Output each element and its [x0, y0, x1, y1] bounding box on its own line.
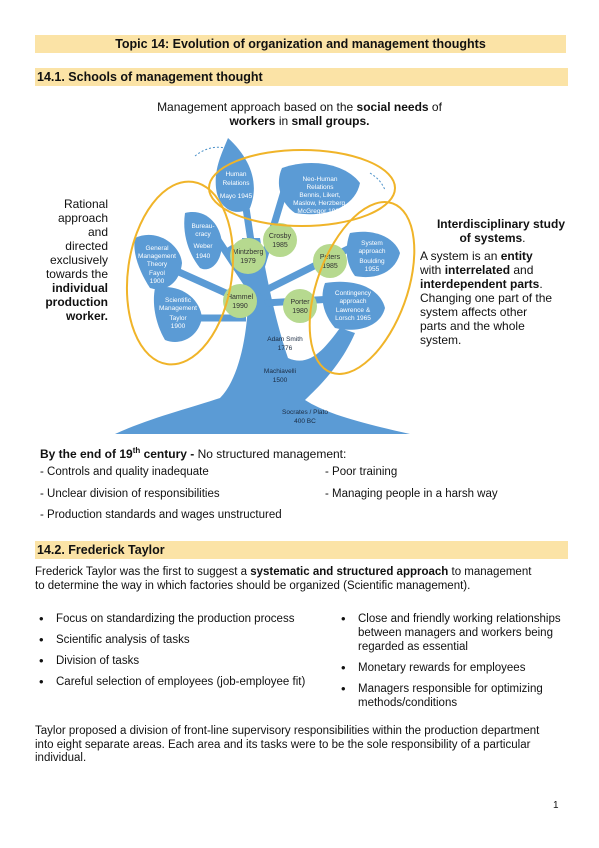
- svg-text:Lorsch 1965: Lorsch 1965: [335, 315, 371, 322]
- svg-text:Boulding: Boulding: [359, 258, 385, 265]
- circle-mintzberg: Mintzberg 1979: [230, 238, 266, 274]
- svg-text:Porter: Porter: [290, 299, 310, 306]
- bullet-item: Careful selection of employees (job-empl…: [35, 675, 335, 689]
- svg-text:approach: approach: [339, 298, 366, 305]
- bullet-item: Managers responsible for optimizing meth…: [337, 682, 565, 710]
- svg-text:Human: Human: [226, 171, 247, 178]
- svg-text:1980: 1980: [292, 308, 308, 315]
- highlight-ellipse-systems: [308, 201, 416, 375]
- svg-text:1900: 1900: [150, 278, 165, 285]
- rational-approach-note: Rational approach and directed exclusive…: [45, 197, 108, 323]
- svg-text:Fayol: Fayol: [149, 270, 165, 277]
- svg-text:Relations: Relations: [306, 184, 334, 191]
- section-heading-taylor: 14.2. Frederick Taylor: [35, 541, 568, 559]
- bullet-item: Monetary rewards for employees: [337, 661, 565, 675]
- systems-note: Interdisciplinary study of systems. A sy…: [420, 217, 565, 347]
- svg-text:400 BC: 400 BC: [294, 418, 316, 425]
- circle-crosby: Crosby 1985: [263, 223, 297, 257]
- management-tree-diagram: Human Relations Mayo 1945 Neo-Human Rela…: [115, 138, 416, 434]
- leaf-contingency-approach: Contingency approach Lawrence & Lorsch 1…: [322, 281, 385, 330]
- svg-text:Machiavelli: Machiavelli: [264, 368, 296, 375]
- svg-text:General: General: [145, 245, 169, 252]
- bullet-item: Close and friendly working relationships…: [337, 612, 565, 654]
- svg-text:Contingency: Contingency: [335, 290, 372, 297]
- leaf-human-relations: Human Relations Mayo 1945: [215, 138, 254, 212]
- diagram-caption: Management approach based on the social …: [157, 100, 442, 128]
- highlight-ellipse-rational: [125, 180, 235, 366]
- taylor-intro: Frederick Taylor was the first to sugges…: [35, 566, 532, 592]
- svg-text:Taylor: Taylor: [169, 315, 187, 322]
- svg-text:Lawrence &: Lawrence &: [336, 307, 371, 314]
- svg-text:Socrates / Plato: Socrates / Plato: [282, 409, 328, 416]
- svg-text:Management: Management: [138, 253, 176, 260]
- leaf-scientific-management: Scientific Management Taylor 1900: [153, 287, 202, 342]
- trunk-label-machiavelli: Machiavelli 1500: [264, 368, 296, 384]
- svg-text:Neo-Human: Neo-Human: [302, 176, 337, 183]
- arrow-top-left: [194, 146, 226, 157]
- end-19th-century-heading: By the end of 19th century - No structur…: [40, 446, 347, 461]
- svg-text:McGregor 1960: McGregor 1960: [297, 208, 343, 215]
- svg-text:Peters: Peters: [320, 254, 341, 261]
- svg-text:1955: 1955: [365, 266, 380, 273]
- svg-text:1979: 1979: [240, 258, 256, 265]
- leaf-general-management-theory: General Management Theory Fayol 1900: [134, 234, 182, 290]
- leaf-bureaucracy: Bureau- cracy Weber 1940: [184, 212, 222, 270]
- taylor-bullets-right: Close and friendly working relationships…: [337, 612, 565, 710]
- svg-text:Scientific: Scientific: [165, 297, 192, 304]
- issue-item: - Managing people in a harsh way: [325, 487, 498, 500]
- svg-text:Relations: Relations: [222, 180, 250, 187]
- svg-text:approach: approach: [358, 248, 385, 255]
- topic-title: Topic 14: Evolution of organization and …: [35, 35, 566, 53]
- issue-item: - Poor training: [325, 466, 398, 478]
- svg-text:Crosby: Crosby: [269, 233, 292, 240]
- bullet-item: Division of tasks: [35, 654, 335, 668]
- svg-text:1985: 1985: [322, 263, 338, 270]
- issues-right-list: - Poor training - Managing people in a h…: [325, 466, 498, 501]
- svg-text:System: System: [361, 240, 383, 247]
- arrow-top-right: [369, 172, 386, 191]
- svg-text:Hammel: Hammel: [227, 294, 254, 301]
- svg-text:Mintzberg: Mintzberg: [233, 249, 264, 256]
- bullet-item: Scientific analysis of tasks: [35, 633, 335, 647]
- circle-porter: Porter 1980: [283, 289, 317, 323]
- svg-text:cracy: cracy: [195, 231, 211, 238]
- svg-text:Theory: Theory: [147, 261, 168, 268]
- circle-hammel: Hammel 1990: [223, 284, 257, 318]
- issue-item: - Controls and quality inadequate: [40, 466, 209, 478]
- svg-text:Mayo 1945: Mayo 1945: [220, 193, 253, 200]
- trunk-label-adam-smith: Adam Smith 1776: [267, 336, 303, 352]
- issues-left-list: - Controls and quality inadequate - Uncl…: [40, 466, 282, 523]
- taylor-closing-paragraph: Taylor proposed a division of front-line…: [35, 725, 540, 764]
- svg-text:1500: 1500: [273, 377, 288, 384]
- issue-item: - Unclear division of responsibilities: [40, 487, 220, 500]
- highlight-ellipse-social: [208, 149, 396, 227]
- svg-text:Management: Management: [159, 305, 197, 312]
- leaf-neo-human-relations: Neo-Human Relations Bennis, Likert, Masl…: [278, 163, 360, 215]
- trunk-label-socrates-plato: Socrates / Plato 400 BC: [282, 409, 328, 425]
- bullet-item: Focus on standardizing the production pr…: [35, 612, 335, 626]
- leaf-system-approach: System approach Boulding 1955: [346, 231, 400, 278]
- svg-text:Maslow, Herzberg,: Maslow, Herzberg,: [293, 200, 347, 207]
- svg-text:1900: 1900: [171, 323, 186, 330]
- svg-text:Weber: Weber: [193, 243, 213, 250]
- svg-text:1940: 1940: [196, 253, 211, 260]
- svg-text:1985: 1985: [272, 242, 288, 249]
- svg-text:Bureau-: Bureau-: [191, 223, 214, 230]
- svg-text:Bennis, Likert,: Bennis, Likert,: [299, 192, 340, 199]
- taylor-bullets-left: Focus on standardizing the production pr…: [35, 612, 335, 689]
- svg-text:Adam Smith: Adam Smith: [267, 336, 303, 343]
- issue-item: - Production standards and wages unstruc…: [40, 509, 282, 521]
- tree-trunk: [115, 238, 410, 434]
- svg-text:1776: 1776: [278, 345, 293, 352]
- page-number: 1: [553, 800, 559, 811]
- section-heading-schools: 14.1. Schools of management thought: [35, 68, 568, 86]
- svg-text:1990: 1990: [232, 303, 248, 310]
